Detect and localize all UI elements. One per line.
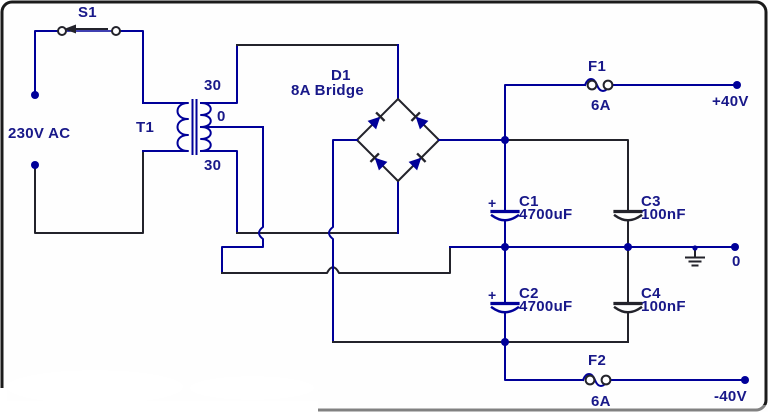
switch-contact-left: [57, 26, 67, 36]
switch-label: S1: [78, 4, 97, 21]
ground-icon: [685, 245, 705, 267]
switch-contact-right: [111, 26, 121, 36]
c1-value-label: 4700uF: [519, 206, 573, 223]
transformer-core: [191, 99, 198, 155]
wire-source-top: [34, 30, 58, 96]
switch-s1: [57, 24, 144, 104]
f1-cap-right: [602, 79, 614, 91]
wire-negative-rail: [504, 341, 746, 381]
capacitor-c4: [613, 246, 643, 343]
capacitor-c1: [490, 139, 520, 248]
negative-rail: [504, 341, 746, 387]
c2-plate-bottom: [490, 305, 520, 314]
capacitor-c3: [613, 209, 643, 248]
bridge-rectifier-d1: [356, 98, 440, 182]
transformer-t1: [142, 44, 264, 234]
switch-arrow-icon: [64, 24, 76, 34]
transformer-label: T1: [136, 119, 155, 136]
c3-name-label: C3: [641, 193, 661, 210]
wire-source-bottom-loop: [34, 150, 144, 234]
bridge-diamond: [356, 98, 440, 182]
f2-cap-right: [600, 374, 612, 386]
primary-winding: [142, 102, 189, 152]
winding-bottom-label: 30: [204, 157, 222, 174]
c4-value-label: 100nF: [641, 298, 686, 315]
f2-cap-left: [584, 374, 596, 386]
negative-rail-label: -40V: [714, 388, 747, 405]
f1-cap-left: [586, 79, 598, 91]
c3-value-label: 100nF: [641, 206, 686, 223]
source-terminal-dot-top: [31, 91, 39, 99]
junction-dots: [501, 81, 749, 384]
wire-positive-rail: [504, 84, 738, 141]
c2-name-label: C2: [519, 285, 539, 302]
c2-value-label: 4700uF: [519, 298, 573, 315]
wire-switch-to-primary: [119, 30, 144, 104]
bridge-rating-label: 8A Bridge: [291, 82, 364, 99]
f2-rating-label: 6A: [591, 393, 611, 410]
f1-rating-label: 6A: [591, 97, 611, 114]
c3-plate-bottom: [613, 213, 643, 222]
c4-name-label: C4: [641, 285, 661, 302]
c1-plate-bottom: [490, 213, 520, 222]
positive-rail-label: +40V: [712, 93, 749, 110]
positive-output-terminal: [733, 81, 741, 89]
wire-positive-node-run: [504, 139, 629, 211]
winding-center-label: 0: [217, 108, 226, 125]
capacitor-c2: [490, 246, 520, 343]
common-output-terminal: [731, 243, 739, 251]
c4-plate-bottom: [613, 305, 643, 314]
f1-name-label: F1: [588, 58, 607, 75]
common-rail-label: 0: [732, 253, 741, 270]
wire-secondary-top: [200, 44, 238, 104]
c1-polarity-label: +: [488, 195, 497, 211]
wire-secondary-bottom: [200, 150, 238, 234]
winding-top-label: 30: [204, 77, 222, 94]
c1-name-label: C1: [519, 193, 539, 210]
wire-zero-run: [221, 246, 451, 274]
c2-polarity-label: +: [488, 287, 497, 303]
wire-dc-negative-drop: [328, 139, 358, 343]
negative-output-terminal: [741, 376, 749, 384]
white-smudge-artifacts: [0, 370, 768, 412]
source-terminal-dot-bottom: [31, 161, 39, 169]
bridge-name-label: D1: [331, 67, 351, 84]
wire-center-tap-drop: [221, 126, 264, 274]
f2-name-label: F2: [588, 352, 607, 369]
positive-rail: [504, 78, 738, 141]
source-voltage-label: 230V AC: [8, 125, 71, 142]
ac-source: [31, 30, 144, 234]
